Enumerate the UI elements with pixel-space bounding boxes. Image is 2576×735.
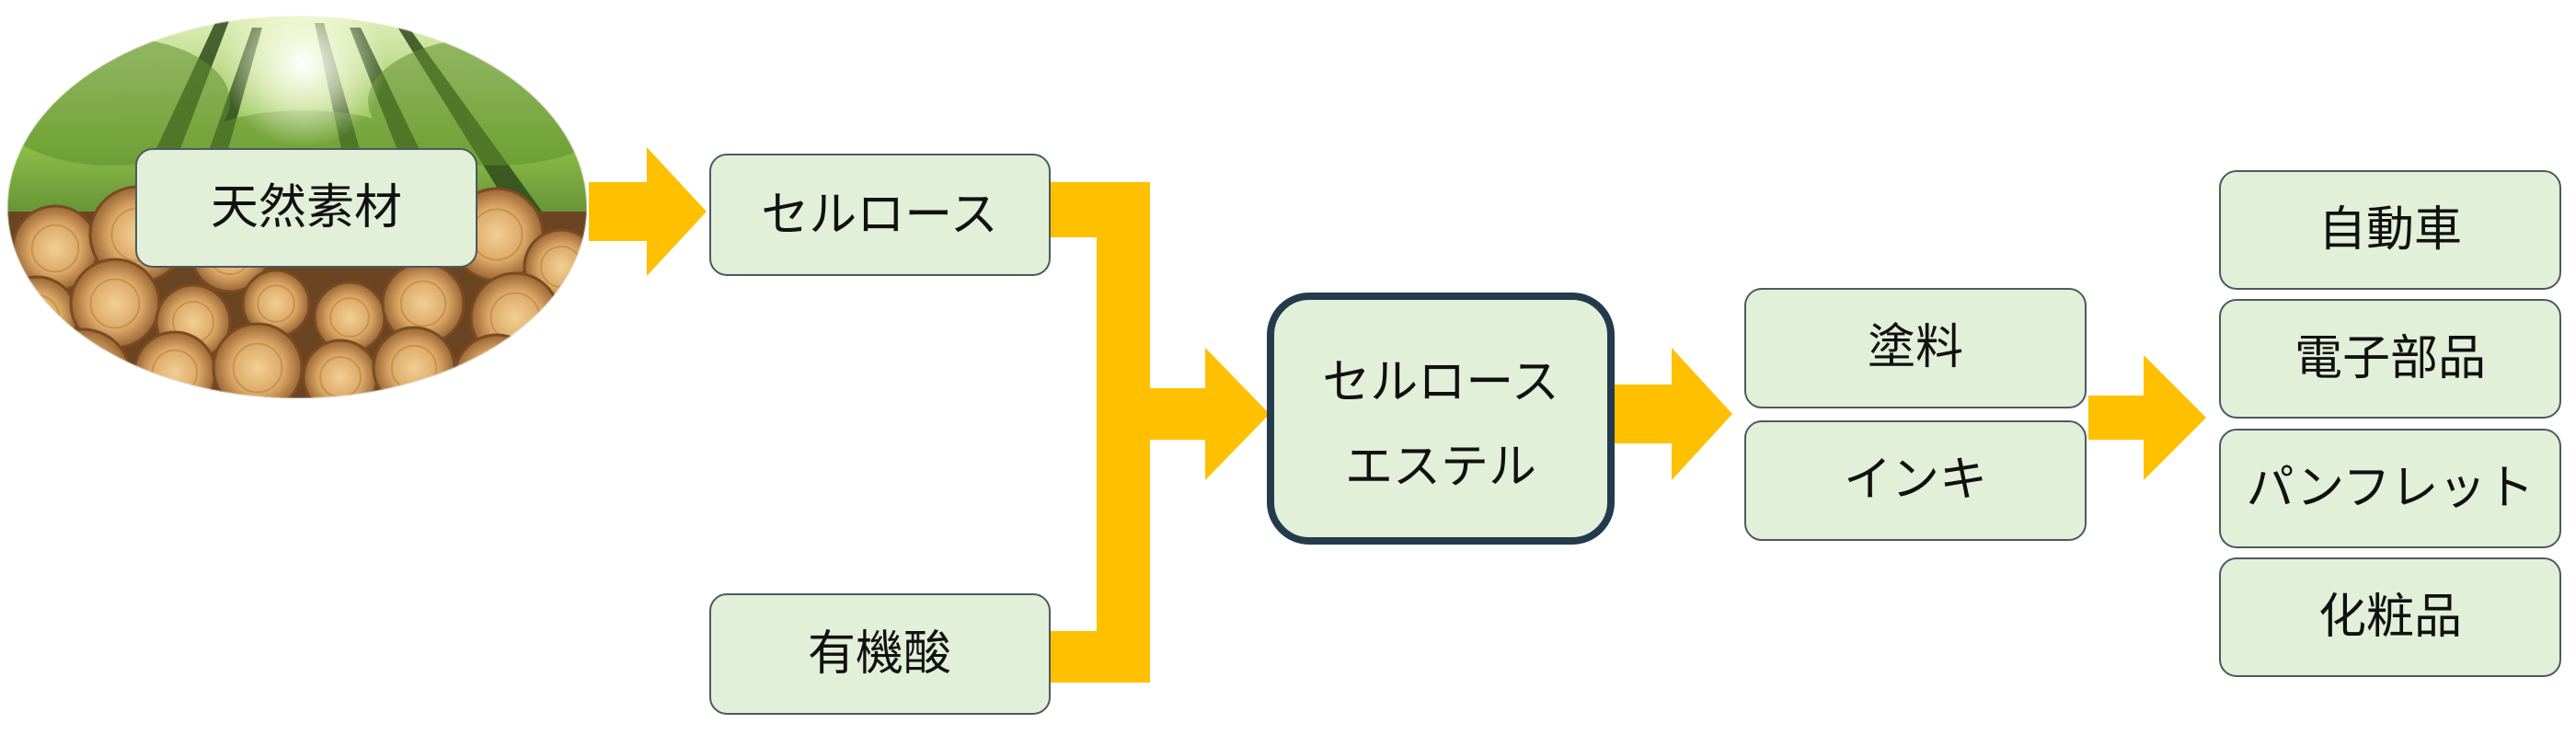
node-natural-material-label: 天然素材 (211, 180, 402, 235)
arrow-natural-to-cellulose (589, 147, 707, 276)
node-cosmetics-label: 化粧品 (2318, 590, 2462, 645)
node-cosmetics: 化粧品 (2219, 557, 2561, 677)
node-automobile: 自動車 (2219, 170, 2561, 290)
node-pamphlet-label: パンフレット (2246, 461, 2534, 516)
node-ink: インキ (1744, 420, 2087, 541)
node-cellulose-ester: セルロース エステル (1267, 293, 1615, 545)
arrow-merge-head (1097, 348, 1270, 480)
arrow-coatings-to-applications (2088, 355, 2206, 480)
arrow-ester-to-coatings (1613, 348, 1732, 480)
node-cellulose: セルロース (709, 154, 1051, 276)
node-pamphlet: パンフレット (2219, 429, 2561, 548)
node-natural-material: 天然素材 (135, 148, 477, 268)
node-organic-acid: 有機酸 (709, 593, 1051, 715)
node-ink-label: インキ (1844, 453, 1987, 508)
node-paint-label: 塗料 (1868, 320, 1963, 375)
node-automobile-label: 自動車 (2318, 202, 2462, 258)
node-cellulose-ester-label-line1: セルロース (1322, 355, 1558, 410)
node-paint: 塗料 (1744, 288, 2087, 408)
node-electronic-parts: 電子部品 (2219, 299, 2561, 419)
node-electronic-parts-label: 電子部品 (2294, 331, 2486, 386)
node-cellulose-label: セルロース (761, 188, 997, 243)
node-cellulose-ester-label-line2: エステル (1345, 440, 1536, 495)
node-organic-acid-label: 有機酸 (808, 626, 951, 682)
